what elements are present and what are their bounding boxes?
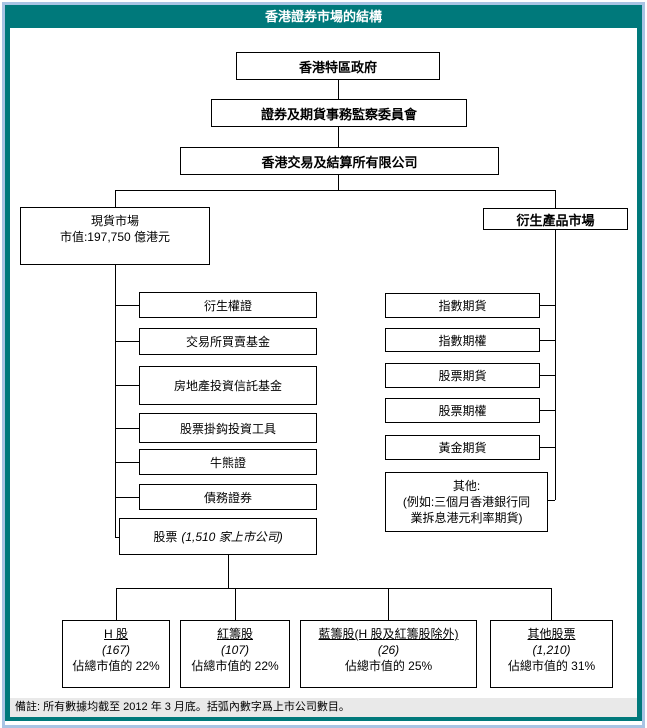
others-line1: 其他: <box>452 479 481 493</box>
connector-line <box>540 447 555 448</box>
node-other-stocks: 其他股票 (1,210) 佔總市值的 31% <box>490 620 613 688</box>
connector-line <box>551 588 552 620</box>
connector-line <box>115 462 139 463</box>
breakdown-name: 藍籌股(H 股及紅籌股除外) <box>318 627 459 641</box>
connector-line <box>338 175 339 190</box>
connector-line <box>116 588 551 589</box>
teal-frame: 香港證券市場的結構 香港特區政府 證券及期貨事務監察委員會 香港交易及結算所有限… <box>5 5 642 721</box>
breakdown-count: (26) <box>377 643 400 657</box>
node-equities: 股票 (1,510 家上市公司) <box>119 518 317 555</box>
node-index-futures: 指數期貨 <box>385 293 540 318</box>
node-h-shares: H 股 (167) 佔總市值的 22% <box>62 620 170 688</box>
connector-line <box>555 190 556 208</box>
connector-line <box>540 410 555 411</box>
node-other-derivatives: 其他: (例如:三個月香港銀行同 業拆息港元利率期貨) <box>385 472 548 532</box>
connector-line <box>115 497 139 498</box>
breakdown-name: H 股 <box>103 627 128 641</box>
node-equity-linked: 股票掛鈎投資工具 <box>139 413 317 443</box>
node-debt-securities: 債務證券 <box>139 484 317 510</box>
connector-line <box>338 80 339 99</box>
node-government: 香港特區政府 <box>236 52 440 80</box>
page-title: 香港證券市場的結構 <box>264 9 382 24</box>
connector-line <box>540 340 555 341</box>
node-regulator: 證券及期貨事務監察委員會 <box>211 99 467 127</box>
connector-line <box>115 385 139 386</box>
connector-line <box>228 555 229 588</box>
breakdown-share: 佔總市值的 22% <box>191 659 279 673</box>
cash-market-title: 現貨市場 <box>90 214 139 228</box>
connector-line <box>115 265 116 537</box>
chart-canvas: 香港特區政府 證券及期貨事務監察委員會 香港交易及結算所有限公司 現貨市場 市值… <box>10 28 637 698</box>
breakdown-share: 佔總市值的 22% <box>72 659 160 673</box>
footnote: 備註: 所有數據均截至 2012 年 3 月底。括弧內數字爲上市公司數目。 <box>10 698 637 717</box>
breakdown-share: 佔總市值的 31% <box>507 659 596 673</box>
node-gold-futures: 黃金期貨 <box>385 435 540 460</box>
connector-line <box>115 305 139 306</box>
node-blue-chips: 藍籌股(H 股及紅籌股除外) (26) 佔總市值的 25% <box>300 620 477 688</box>
connector-line <box>116 588 117 620</box>
connector-line <box>555 230 556 500</box>
equities-label: 股票 <box>153 530 178 544</box>
node-red-chips: 紅籌股 (107) 佔總市值的 22% <box>180 620 290 688</box>
connector-line <box>540 375 555 376</box>
node-reits: 房地產投資信託基金 <box>139 366 317 405</box>
node-cash-market: 現貨市場 市值:197,750 億港元 <box>20 207 210 265</box>
connector-line <box>338 127 339 147</box>
connector-line <box>115 190 116 207</box>
connector-line <box>115 428 139 429</box>
connector-line <box>235 588 236 620</box>
breakdown-name: 其他股票 <box>527 627 576 641</box>
connector-line <box>115 537 119 538</box>
node-derivatives-market: 衍生產品市場 <box>483 208 628 230</box>
others-line3: 業拆息港元利率期貨) <box>410 511 523 525</box>
breakdown-count: (167) <box>101 643 130 657</box>
breakdown-count: (1,210) <box>532 643 571 657</box>
node-index-options: 指數期權 <box>385 328 540 352</box>
others-line2: (例如:三個月香港銀行同 <box>402 495 531 509</box>
node-cbbc: 牛熊證 <box>139 449 317 475</box>
breakdown-share: 佔總市值的 25% <box>344 659 433 673</box>
cash-market-cap: 市值:197,750 億港元 <box>59 230 171 244</box>
node-stock-futures: 股票期貨 <box>385 363 540 388</box>
node-derivative-warrants: 衍生權證 <box>139 292 317 318</box>
node-exchange: 香港交易及結算所有限公司 <box>180 147 499 175</box>
connector-line <box>548 500 555 501</box>
breakdown-name: 紅籌股 <box>216 627 253 641</box>
breakdown-count: (107) <box>220 643 249 657</box>
node-stock-options: 股票期權 <box>385 398 540 423</box>
connector-line <box>115 190 556 191</box>
equities-note: (1,510 家上市公司) <box>181 530 283 544</box>
connector-line <box>540 305 555 306</box>
connector-line <box>115 341 139 342</box>
connector-line <box>388 588 389 620</box>
node-etf: 交易所買賣基金 <box>139 328 317 355</box>
